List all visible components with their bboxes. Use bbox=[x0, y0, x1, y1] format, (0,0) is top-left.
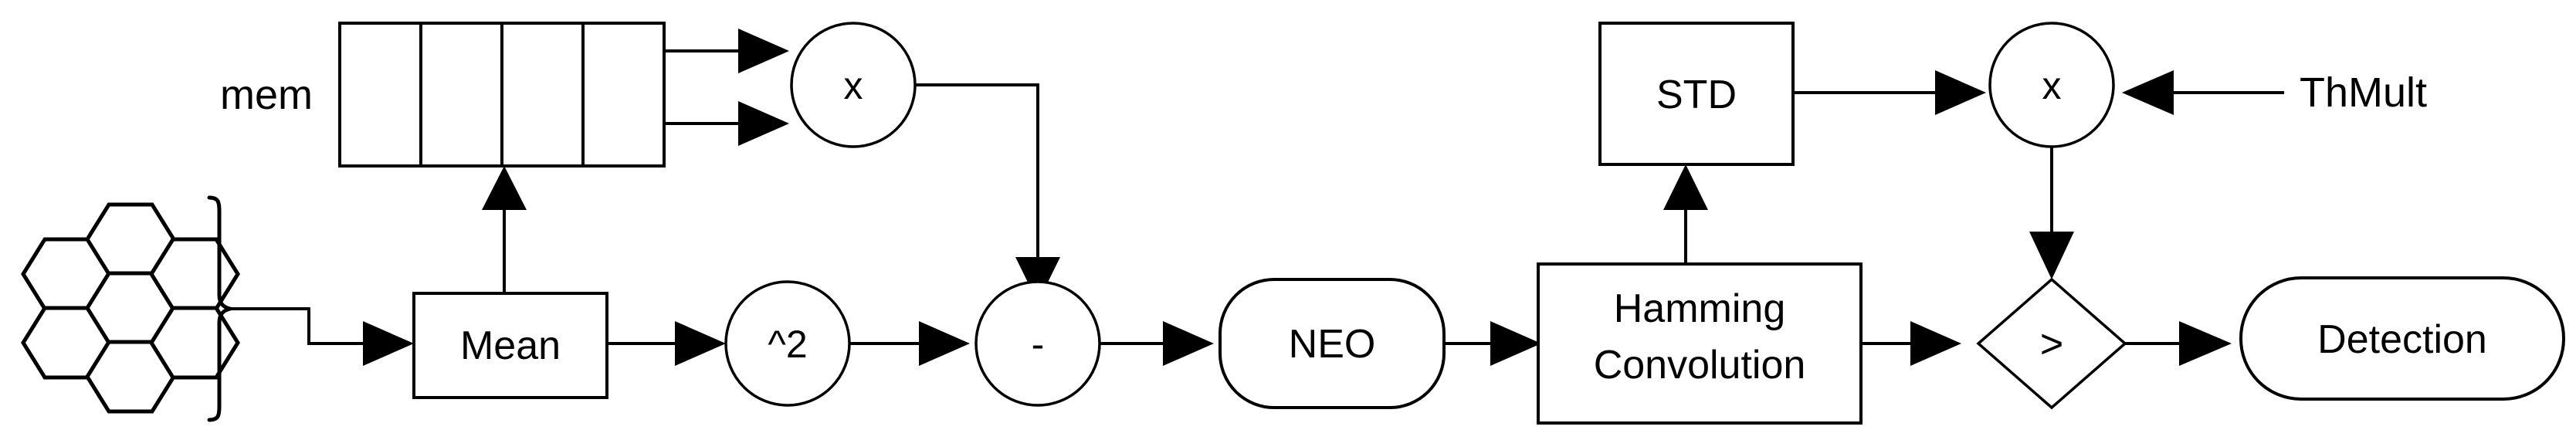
multiply-block-1[interactable]: x bbox=[790, 22, 917, 148]
wire-multiply-to-subtract bbox=[915, 83, 1039, 257]
arrowhead-compare-input-top bbox=[2029, 232, 2074, 279]
arrowhead-subtract-input-top bbox=[1015, 257, 1060, 303]
compare-label: > bbox=[2040, 322, 2063, 367]
multiply-label-1: x bbox=[844, 64, 863, 107]
arrowhead-compare-input-left bbox=[1910, 321, 1961, 366]
square-block[interactable]: ^2 bbox=[724, 280, 851, 407]
mem-register[interactable] bbox=[338, 22, 666, 168]
hamming-label-line1: Hamming bbox=[1614, 286, 1786, 331]
subtract-label: - bbox=[1032, 323, 1045, 366]
multiply-label-2: x bbox=[2042, 64, 2062, 107]
subtract-block[interactable]: - bbox=[974, 280, 1101, 407]
thmult-label: ThMult bbox=[2300, 69, 2427, 116]
mean-block[interactable]: Mean bbox=[412, 292, 608, 399]
neo-label: NEO bbox=[1289, 322, 1376, 367]
hexagon-cell bbox=[149, 237, 240, 311]
arrowhead-subtract-input-left bbox=[919, 321, 970, 366]
arrowhead-multiply-input-top bbox=[738, 29, 789, 73]
mean-label: Mean bbox=[460, 323, 561, 368]
arrowhead-multiply2-input-right bbox=[2122, 70, 2174, 115]
std-block[interactable]: STD bbox=[1598, 22, 1795, 166]
mem-label: mem bbox=[220, 72, 313, 118]
std-label: STD bbox=[1656, 73, 1737, 117]
hamming-label-line2: Convolution bbox=[1594, 343, 1806, 388]
detection-label: Detection bbox=[2317, 317, 2487, 362]
std-box bbox=[1598, 22, 1795, 166]
compare-block[interactable]: > bbox=[1976, 277, 2127, 410]
arrowhead-detection-input bbox=[2179, 321, 2232, 366]
arrowhead-hamming-input bbox=[1490, 321, 1541, 366]
hexagon-cell bbox=[149, 306, 240, 380]
arrowhead-multiply2-input-left bbox=[1935, 70, 1986, 115]
mean-box bbox=[412, 292, 608, 399]
detection-block[interactable]: Detection bbox=[2239, 276, 2565, 401]
hamming-block[interactable]: Hamming Convolution bbox=[1537, 262, 1863, 425]
arrowhead-std-input bbox=[1663, 164, 1708, 210]
arrowhead-multiply-input-bottom bbox=[738, 101, 789, 146]
compare-diamond bbox=[1976, 277, 2127, 410]
arrowhead-mem-input bbox=[482, 166, 527, 210]
arrowhead-neo-input bbox=[1163, 321, 1214, 366]
square-label: ^2 bbox=[768, 323, 807, 366]
arrowhead-mean-input bbox=[363, 321, 414, 366]
detection-box bbox=[2239, 276, 2565, 401]
arrowhead-square-input bbox=[675, 321, 726, 366]
electrode-array[interactable] bbox=[21, 202, 240, 414]
multiply-block-2[interactable]: x bbox=[1988, 22, 2115, 148]
neo-block[interactable]: NEO bbox=[1219, 278, 1446, 409]
wire-array-to-mean bbox=[230, 307, 363, 345]
